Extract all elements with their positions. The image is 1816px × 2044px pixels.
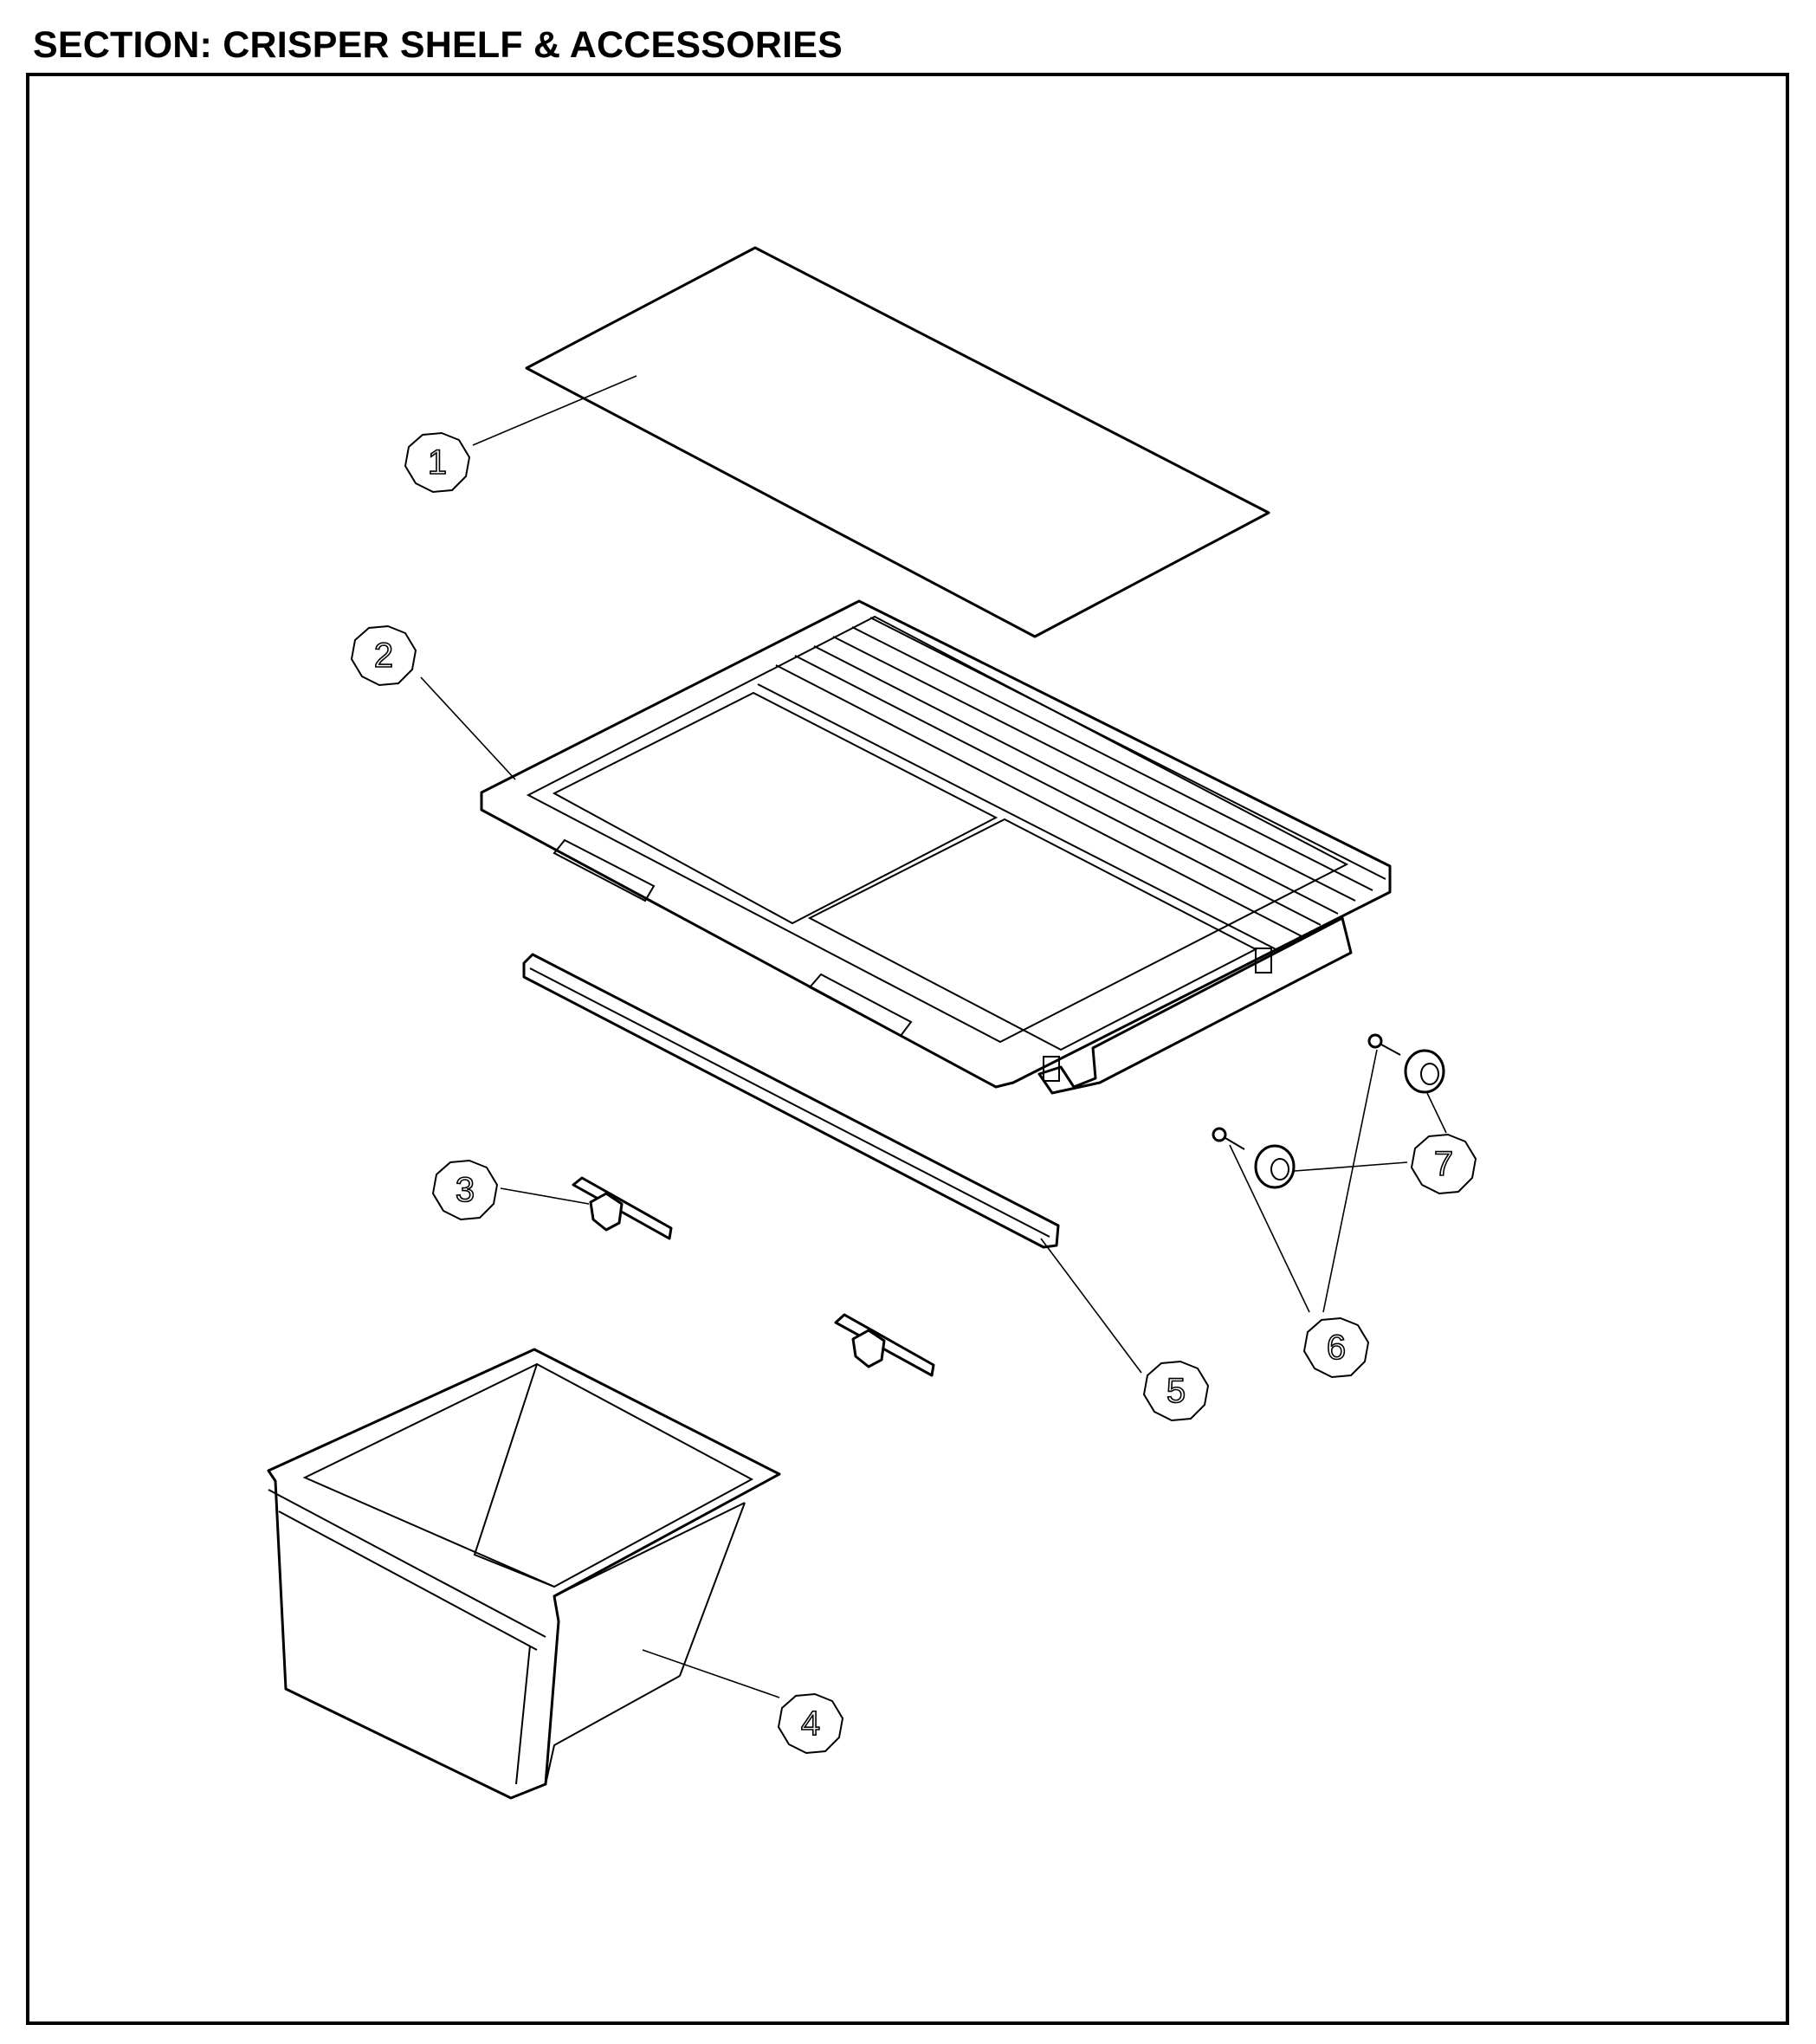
svg-text:4: 4 bbox=[801, 1704, 820, 1743]
svg-text:6: 6 bbox=[1327, 1329, 1346, 1367]
part-screw bbox=[1212, 1033, 1401, 1150]
callout-7: 7 bbox=[1410, 1133, 1477, 1195]
diagram-frame bbox=[26, 73, 1789, 2025]
callout-5: 5 bbox=[1142, 1360, 1210, 1422]
leader-lines bbox=[420, 375, 1447, 1698]
part-crisper-drawer bbox=[267, 1348, 781, 1800]
callout-4: 4 bbox=[777, 1692, 844, 1755]
part-front-rail bbox=[522, 953, 1060, 1249]
part-roller bbox=[1254, 1049, 1445, 1189]
svg-text:2: 2 bbox=[374, 637, 393, 675]
callout-2: 2 bbox=[350, 624, 417, 687]
svg-text:7: 7 bbox=[1434, 1145, 1453, 1183]
callout-3: 3 bbox=[431, 1159, 499, 1221]
svg-text:3: 3 bbox=[456, 1171, 475, 1209]
section-title: SECTION: CRISPER SHELF & ACCESSORIES bbox=[33, 24, 843, 66]
part-crisper-shelf-frame bbox=[480, 599, 1392, 1095]
svg-text:1: 1 bbox=[428, 443, 447, 482]
part-slide-bracket-second bbox=[834, 1313, 935, 1377]
callout-6: 6 bbox=[1302, 1316, 1370, 1379]
part-slide-bracket bbox=[572, 1176, 673, 1240]
callout-1: 1 bbox=[404, 431, 471, 494]
part-glass-shelf bbox=[525, 246, 1270, 638]
svg-text:5: 5 bbox=[1167, 1372, 1186, 1410]
